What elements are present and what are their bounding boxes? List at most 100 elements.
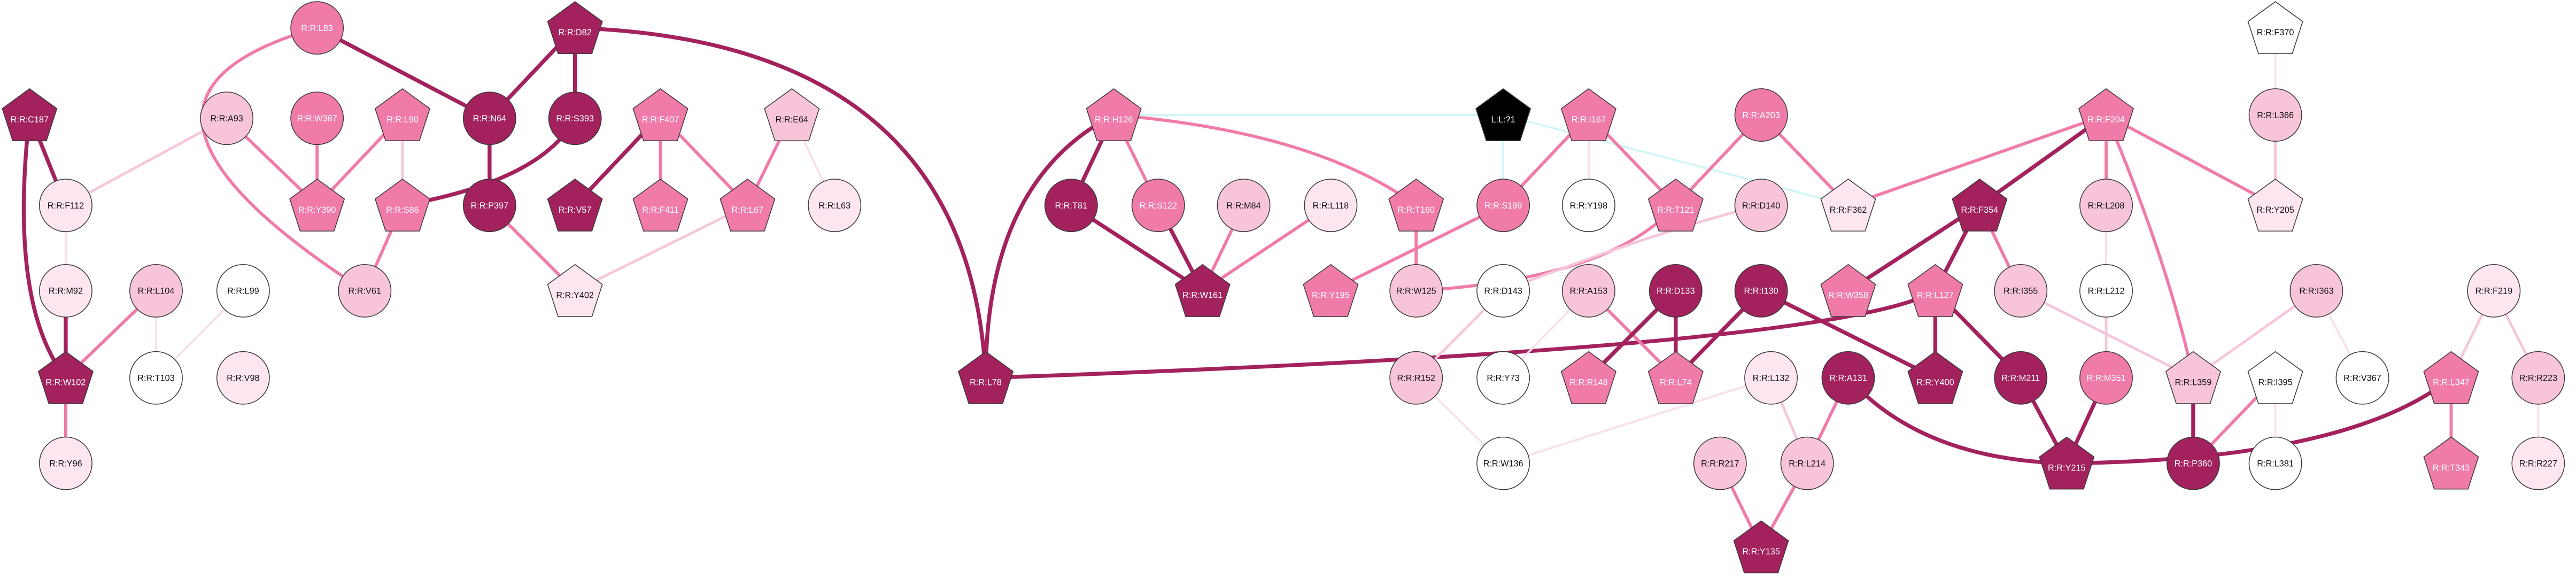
residue-node-d133: R:R:D133 bbox=[1649, 264, 1703, 318]
node-label: R:R:M351 bbox=[2086, 374, 2125, 383]
residue-node-l381: R:R:L381 bbox=[2248, 436, 2302, 490]
residue-node-s122: R:R:S122 bbox=[1131, 179, 1185, 233]
pentagon-marker bbox=[1174, 264, 1231, 317]
pentagon-marker bbox=[547, 1, 603, 55]
pentagon-marker bbox=[2165, 351, 2221, 404]
residue-node-t343: R:R:T343 bbox=[2423, 436, 2479, 490]
residue-node-i167: R:R:I167 bbox=[1560, 88, 1616, 142]
pentagon-marker bbox=[1733, 520, 1789, 574]
node-label: R:R:Y390 bbox=[298, 205, 336, 215]
node-label: R:R:L132 bbox=[1753, 374, 1790, 383]
pentagon-marker bbox=[632, 88, 689, 142]
edge-s199-y195 bbox=[1329, 204, 1505, 292]
edge-l78-h126 bbox=[984, 113, 1116, 380]
pentagon-marker bbox=[374, 88, 431, 142]
node-label: R:R:I395 bbox=[2258, 378, 2292, 388]
residue-node-i355: R:R:I355 bbox=[1994, 264, 2048, 318]
pentagon-marker bbox=[1560, 88, 1616, 142]
edge-h126-t160 bbox=[1112, 113, 1418, 207]
circle-marker bbox=[1389, 264, 1443, 318]
circle-marker bbox=[1561, 179, 1615, 233]
node-label: R:R:L359 bbox=[2175, 378, 2212, 388]
ligand-node: L:L:?1 bbox=[1475, 88, 1531, 142]
circle-marker bbox=[1994, 264, 2048, 318]
residue-node-l132: R:R:L132 bbox=[1744, 351, 1798, 405]
node-label: R:R:L90 bbox=[386, 115, 419, 125]
pentagon-marker bbox=[1820, 179, 1876, 232]
residue-node-y402: R:R:Y402 bbox=[547, 264, 603, 317]
node-label: R:R:F411 bbox=[642, 205, 678, 215]
pentagon-marker bbox=[2247, 179, 2303, 232]
node-label: R:R:T81 bbox=[1055, 201, 1088, 211]
node-label: R:R:C187 bbox=[11, 115, 49, 125]
circle-marker bbox=[548, 91, 602, 145]
circle-marker bbox=[38, 179, 92, 233]
node-label: R:R:L78 bbox=[970, 378, 1002, 388]
edge-l132-w136 bbox=[1502, 376, 1773, 465]
circle-marker bbox=[129, 264, 183, 318]
node-label: R:R:F219 bbox=[2476, 287, 2513, 296]
circle-marker bbox=[2511, 436, 2565, 490]
edge-d82-l78 bbox=[573, 26, 988, 380]
node-label: R:R:L74 bbox=[1660, 378, 1692, 388]
residue-node-v61: R:R:V61 bbox=[338, 264, 392, 318]
residue-node-y135: R:R:Y135 bbox=[1733, 520, 1789, 574]
residue-node-m211: R:R:M211 bbox=[1994, 351, 2048, 405]
node-label: R:R:L67 bbox=[732, 205, 764, 215]
node-label: R:R:Y195 bbox=[1312, 291, 1350, 300]
residue-node-s199: R:R:S199 bbox=[1476, 179, 1530, 233]
pentagon-marker bbox=[1647, 179, 1704, 232]
node-label: R:R:I167 bbox=[1572, 115, 1606, 125]
residue-node-s393: R:R:S393 bbox=[548, 91, 602, 145]
circle-marker bbox=[1389, 351, 1443, 405]
residue-node-r148: R:R:R148 bbox=[1560, 351, 1616, 404]
circle-marker bbox=[2511, 351, 2565, 405]
residue-node-y400: R:R:Y400 bbox=[1907, 351, 1963, 404]
pentagon-marker bbox=[1086, 88, 1142, 142]
edge-f354-w358 bbox=[1846, 203, 1982, 293]
circle-marker bbox=[2248, 88, 2302, 142]
residue-node-w387: R:R:W387 bbox=[290, 91, 344, 145]
residue-node-f411: R:R:F411 bbox=[632, 179, 689, 232]
pentagon-marker bbox=[1303, 264, 1359, 317]
node-label: R:R:F407 bbox=[642, 115, 679, 125]
circle-marker bbox=[338, 264, 392, 318]
circle-marker bbox=[38, 264, 92, 318]
residue-node-l118: R:R:L118 bbox=[1304, 179, 1358, 233]
edge-l67-y402 bbox=[574, 204, 749, 292]
node-label: R:R:R148 bbox=[1569, 378, 1607, 388]
residue-node-l90: R:R:L90 bbox=[374, 88, 431, 142]
circle-marker bbox=[2079, 179, 2133, 233]
node-label: R:R:R152 bbox=[1397, 374, 1435, 383]
edge-lig-f362 bbox=[1502, 114, 1850, 207]
residue-node-l127: R:R:L127 bbox=[1907, 264, 1963, 317]
residue-node-f112: R:R:F112 bbox=[38, 179, 92, 233]
node-label: R:R:V57 bbox=[559, 205, 591, 215]
circle-marker bbox=[216, 264, 270, 318]
pentagon-marker bbox=[1560, 351, 1616, 404]
node-label: R:R:D140 bbox=[1742, 201, 1780, 211]
residue-node-i130: R:R:I130 bbox=[1734, 264, 1788, 318]
circle-marker bbox=[1476, 264, 1530, 318]
node-label: R:R:V367 bbox=[2343, 374, 2381, 383]
residue-node-d143: R:R:D143 bbox=[1476, 264, 1530, 318]
residue-node-r152: R:R:R152 bbox=[1389, 351, 1443, 405]
node-label: R:R:D133 bbox=[1657, 287, 1695, 296]
node-label: R:R:P397 bbox=[471, 201, 509, 211]
residue-node-f407: R:R:F407 bbox=[632, 88, 689, 142]
pentagon-marker bbox=[1388, 179, 1444, 232]
node-label: R:R:I130 bbox=[1744, 287, 1778, 296]
residue-node-r227: R:R:R227 bbox=[2511, 436, 2565, 490]
node-label: R:R:W125 bbox=[1396, 287, 1436, 296]
circle-marker bbox=[216, 351, 270, 405]
circle-marker bbox=[1994, 351, 2048, 405]
node-label: R:R:I363 bbox=[2299, 287, 2333, 296]
pentagon-marker bbox=[2, 88, 58, 142]
residue-node-l99: R:R:L99 bbox=[216, 264, 270, 318]
node-label: R:R:L104 bbox=[138, 287, 175, 296]
pentagon-marker bbox=[1647, 351, 1704, 404]
node-label: R:R:F370 bbox=[2257, 28, 2294, 37]
residue-node-l74: R:R:L74 bbox=[1647, 351, 1704, 404]
